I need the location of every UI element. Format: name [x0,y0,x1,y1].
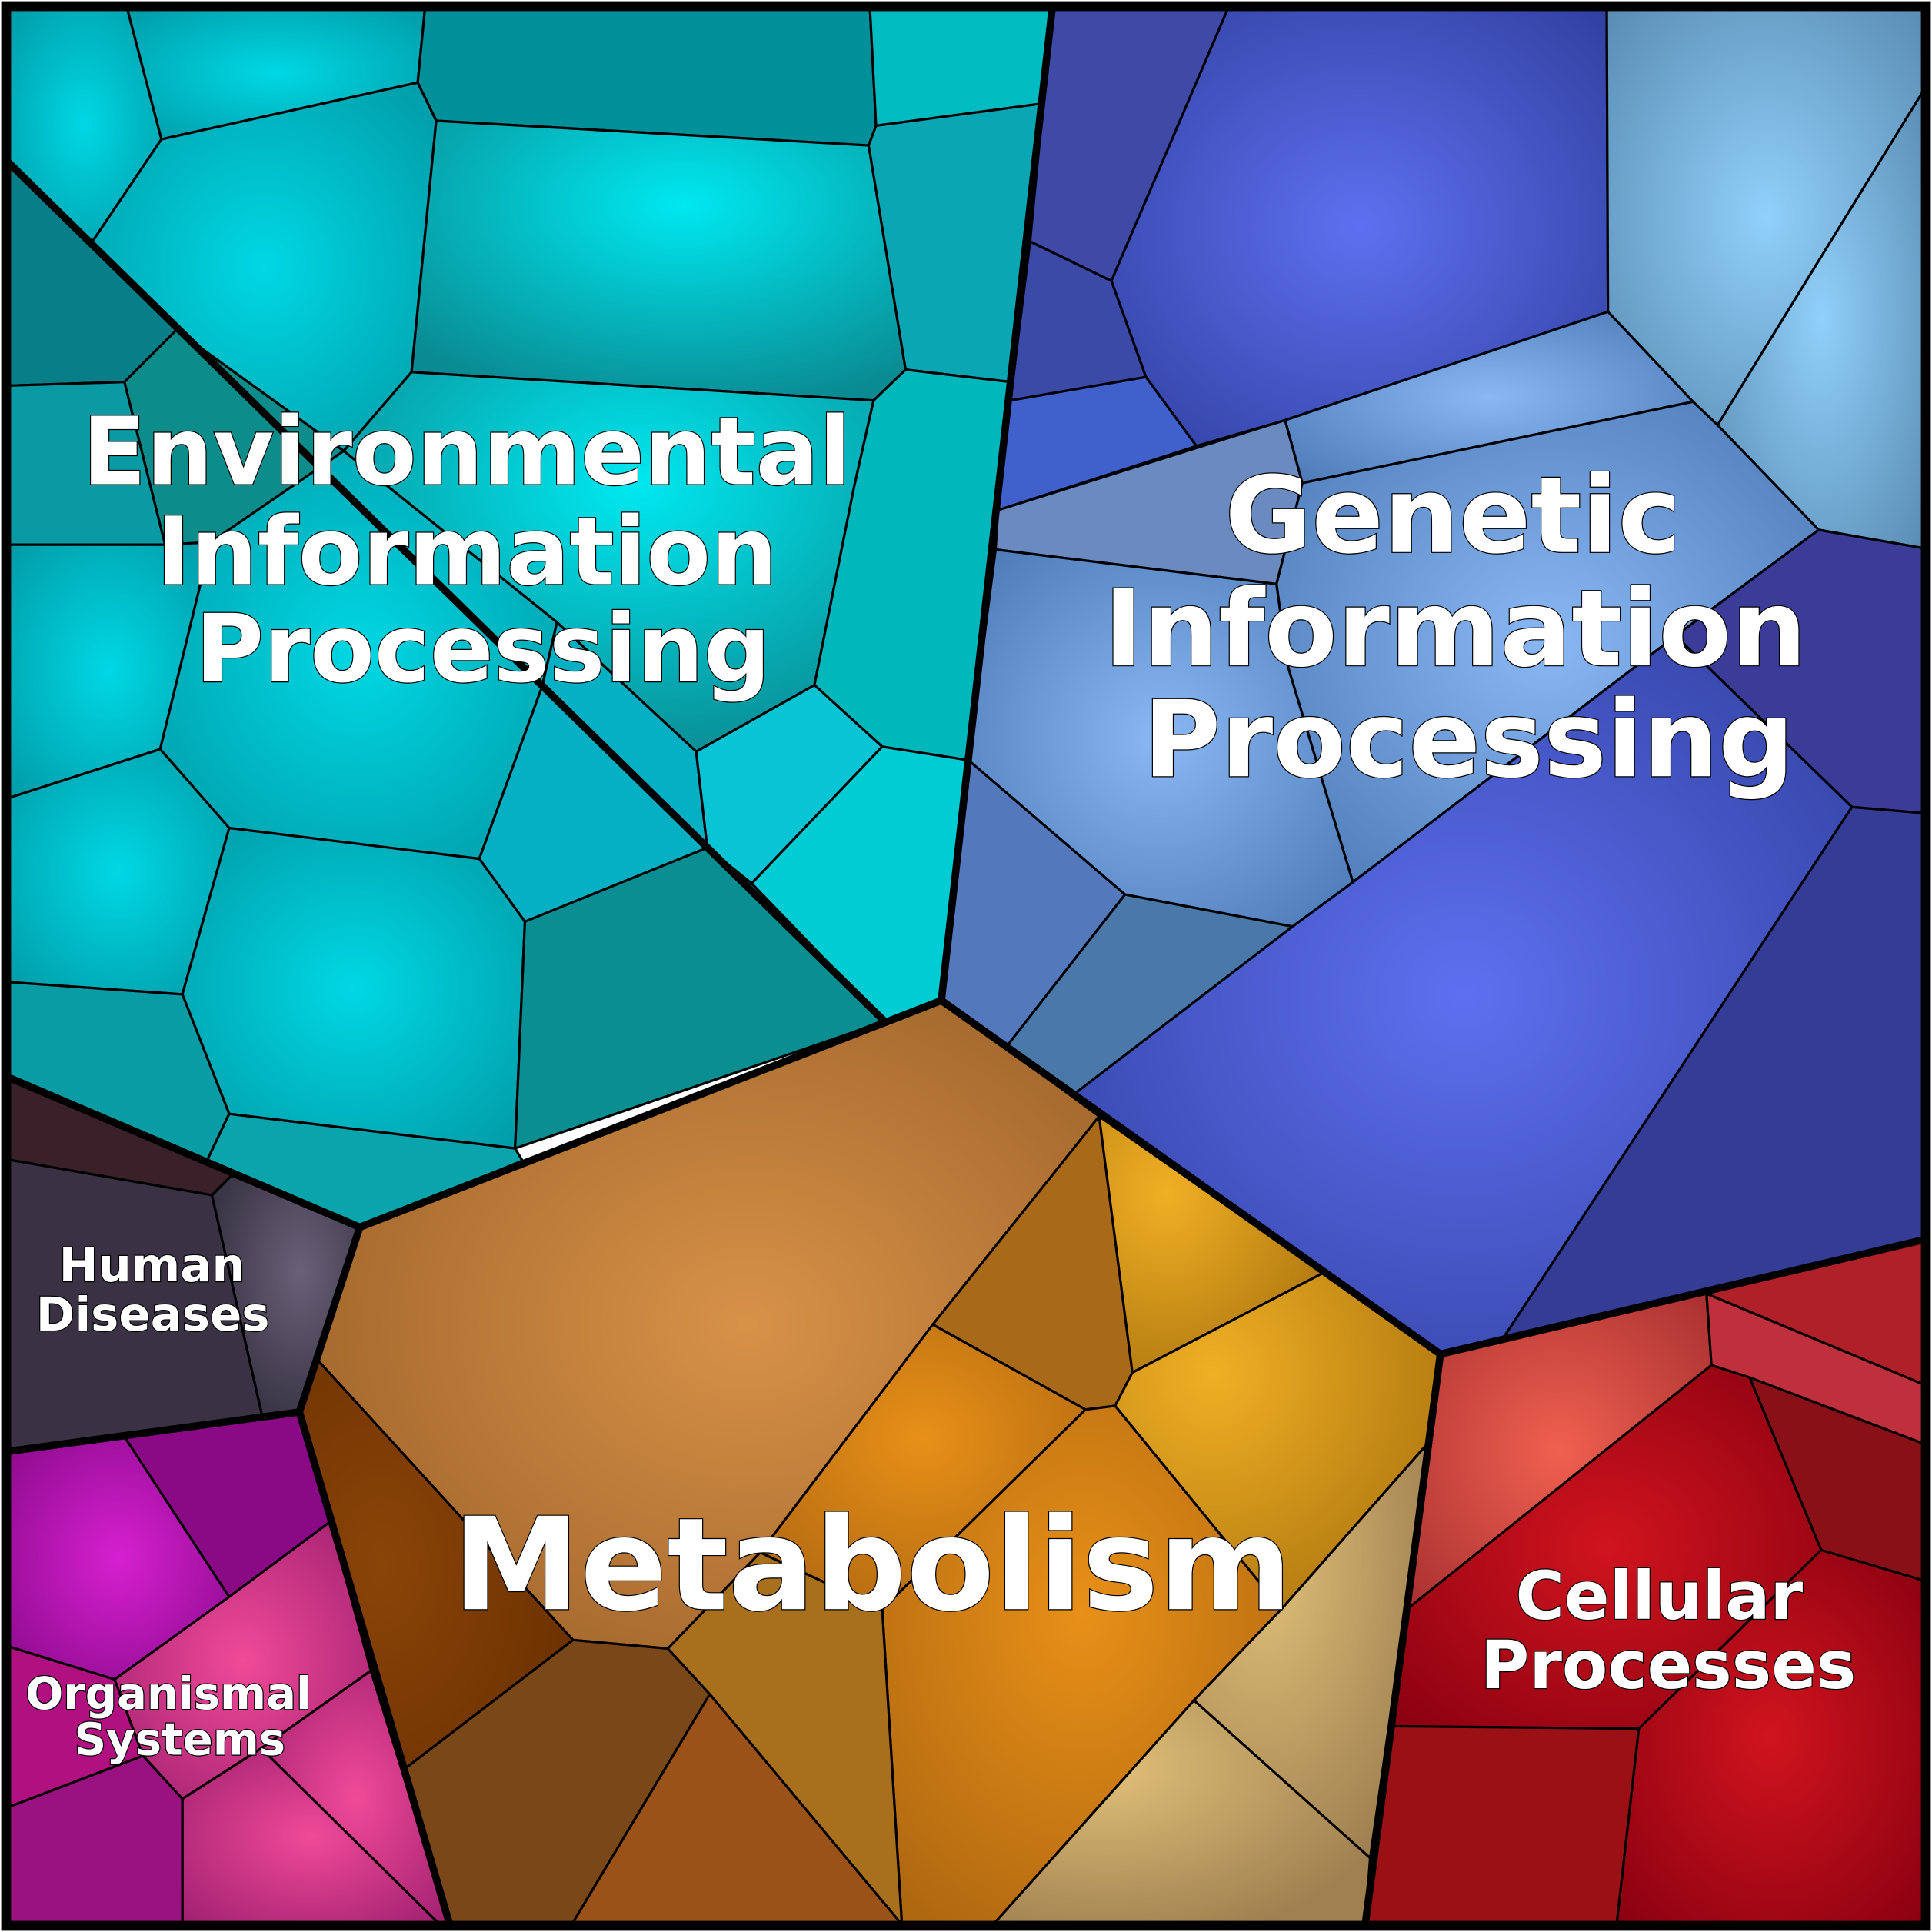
label-cellular-processes: Cellular Processes [1481,1558,1857,1704]
cell [410,119,908,402]
cell [181,826,527,1150]
region-cellular-processes [1364,1238,1926,1926]
label-genetic-information-processing: Genetic Information Processing [1104,455,1844,802]
cell [1364,1724,1641,1926]
region-genetic [940,6,1926,1356]
label-environmental-information-processing: Environmental Information Processing [82,398,884,704]
region-organismal-systems [6,1411,451,1926]
label-metabolism: Metabolism [452,1491,1292,1640]
region-metabolism [298,999,1442,1926]
label-human-diseases: Human Diseases [36,1238,270,1342]
region-environmental [6,6,1054,1229]
label-organismal-systems: Organismal Systems [25,1667,327,1765]
